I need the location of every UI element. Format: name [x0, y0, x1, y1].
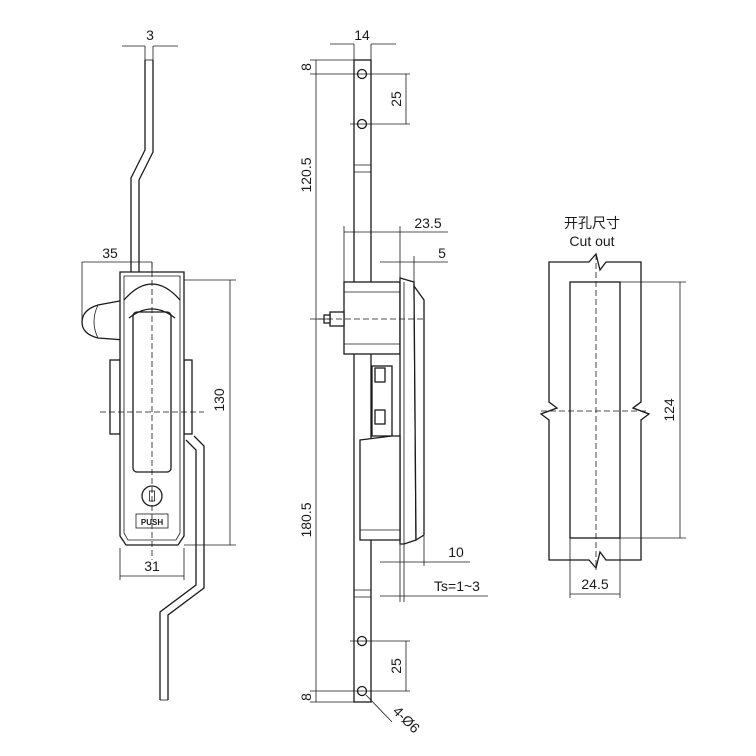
side-housing [343, 281, 401, 355]
handle-lever [81, 299, 126, 341]
side-rod [353, 59, 372, 703]
dim-body-width: 31 [144, 558, 160, 574]
side-handle [413, 283, 425, 542]
cutout-title-cn: 开孔尺寸 [564, 215, 620, 231]
front-dimensions: 3 35 130 31 [81, 27, 236, 580]
right-flange [183, 359, 193, 435]
cutout-dimensions: 124 24.5 [569, 281, 686, 598]
side-view [318, 59, 426, 703]
dim-handle-offset: 35 [102, 245, 118, 261]
side-dimensions: 14 8 120.5 180.5 8 25 23.5 5 10 T [298, 27, 488, 736]
side-lower-body [359, 435, 401, 541]
left-flange [109, 359, 121, 435]
dim-depth: 23.5 [414, 215, 441, 231]
front-upper-rod [130, 60, 154, 272]
dim-upper-length: 120.5 [298, 157, 314, 192]
dim-cam: 10 [448, 544, 464, 560]
dim-rod-width: 14 [354, 27, 370, 43]
front-lower-rod [159, 435, 205, 700]
dim-top-hole-edge: 8 [298, 63, 314, 71]
cutout-slot [569, 281, 621, 539]
dim-holes: 4-Ø6 [390, 703, 423, 736]
push-label: PUSH [141, 518, 163, 527]
dim-lower-length: 180.5 [298, 502, 314, 537]
dim-thickness: Ts=1~3 [434, 578, 480, 594]
dim-top-hole-pitch: 25 [388, 91, 404, 107]
cutout-title-en: Cut out [569, 233, 614, 249]
dim-bottom-hole-pitch: 25 [388, 658, 404, 674]
cutout-panel [539, 252, 651, 570]
side-front-plate [399, 277, 417, 545]
dim-body-height: 130 [211, 388, 227, 412]
dim-bottom-hole-edge: 8 [298, 693, 314, 701]
cutout-view: 开孔尺寸 Cut out [539, 215, 651, 570]
dim-top-width: 3 [146, 27, 154, 43]
dim-cutout-height: 124 [661, 398, 677, 422]
dim-cutout-width: 24.5 [581, 576, 608, 592]
front-view: PUSH [81, 59, 205, 701]
dim-flange: 5 [438, 245, 446, 261]
